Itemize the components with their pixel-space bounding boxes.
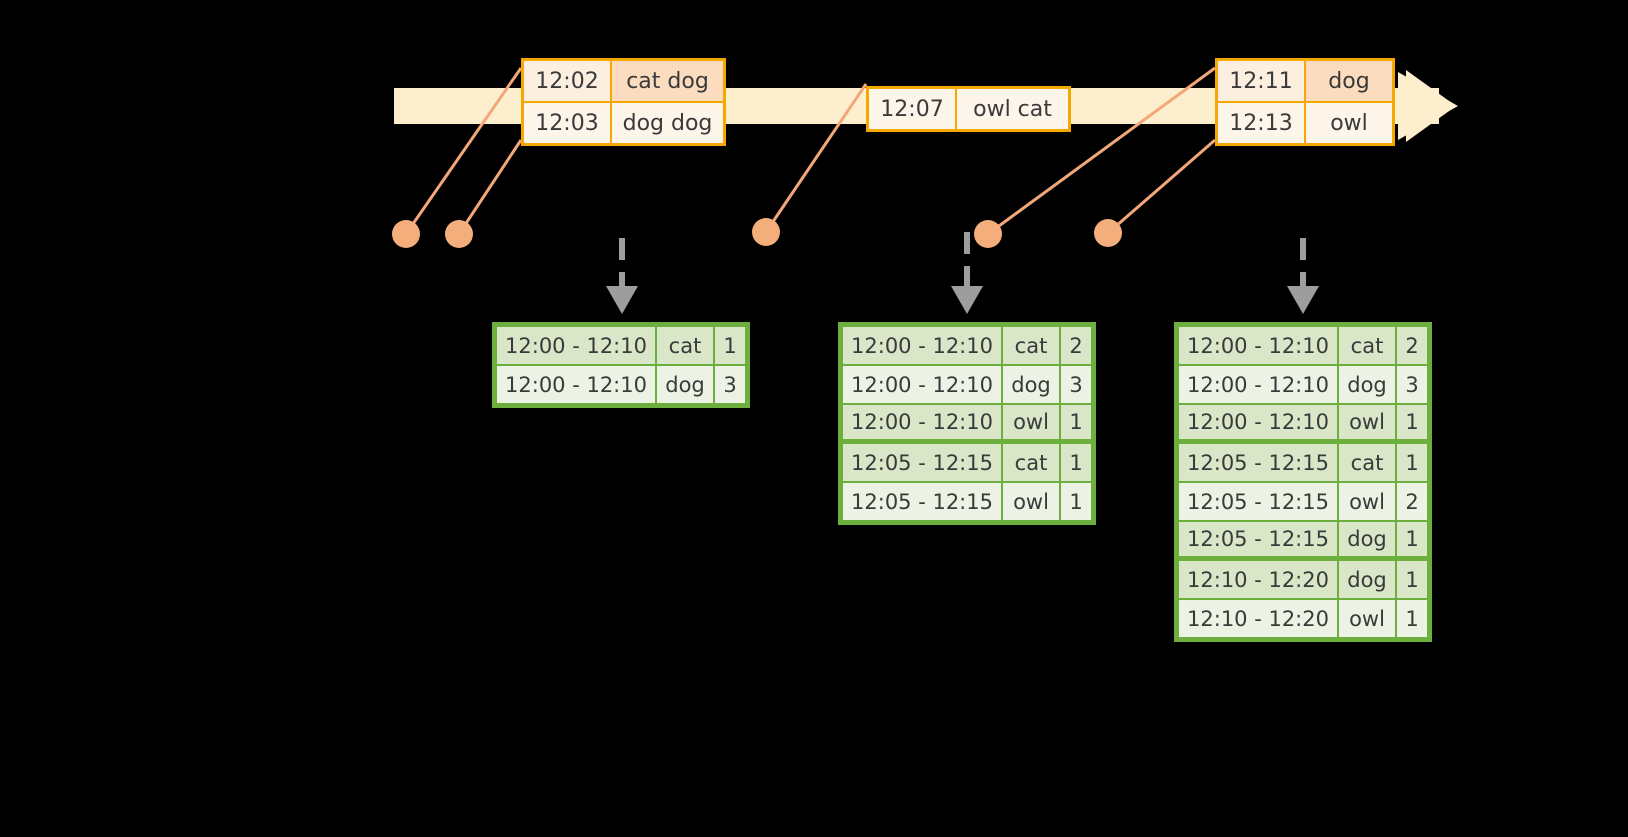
cell-word: cat [657, 327, 713, 364]
cell-count: 1 [1397, 561, 1427, 598]
cell-word: dog [1339, 366, 1395, 403]
connector-line-5 [1107, 138, 1216, 235]
dot-2 [445, 220, 473, 248]
cell-word: dog [657, 366, 713, 403]
connector-line-2 [457, 139, 523, 235]
cell-word: cat [1339, 327, 1395, 364]
event-time: 12:02 [524, 61, 612, 101]
cell-window: 12:10 - 12:20 [1179, 600, 1337, 637]
cell-window: 12:00 - 12:10 [843, 327, 1001, 364]
cell-window: 12:00 - 12:10 [1179, 405, 1337, 439]
connector-dots [392, 218, 1122, 248]
event-words: dog dog [612, 103, 723, 143]
cell-word: owl [1339, 405, 1395, 439]
event-words: cat dog [612, 61, 723, 101]
cell-word: owl [1003, 483, 1059, 520]
cell-count: 1 [1397, 522, 1427, 556]
cell-window: 12:00 - 12:10 [497, 366, 655, 403]
timeline-event-row[interactable]: 12:02 cat dog [524, 61, 723, 101]
timeline-event-group-3[interactable]: 12:11 dog 12:13 owl [1215, 58, 1395, 146]
dashed-arrows [619, 232, 1306, 292]
cell-count: 3 [1061, 366, 1091, 403]
cell-count: 2 [1397, 327, 1427, 364]
cell-window: 12:00 - 12:10 [1179, 366, 1337, 403]
event-time: 12:13 [1218, 103, 1306, 143]
cell-window: 12:05 - 12:15 [1179, 522, 1337, 556]
cell-word: owl [1339, 600, 1395, 637]
dot-4 [974, 220, 1002, 248]
timeline-event-row[interactable]: 12:11 dog [1218, 61, 1392, 101]
event-words: dog [1306, 61, 1392, 101]
cell-word: owl [1339, 483, 1395, 520]
cell-window: 12:05 - 12:15 [1179, 483, 1337, 520]
cell-count: 1 [1061, 483, 1091, 520]
arrow-head-1 [606, 286, 638, 314]
cell-count: 2 [1061, 327, 1091, 364]
cell-word: dog [1339, 561, 1395, 598]
event-words: owl [1306, 103, 1392, 143]
cell-count: 1 [715, 327, 745, 364]
event-time: 12:03 [524, 103, 612, 143]
cell-window: 12:00 - 12:10 [843, 366, 1001, 403]
cell-word: cat [1003, 444, 1059, 481]
cell-count: 1 [1061, 405, 1091, 439]
cell-window: 12:10 - 12:20 [1179, 561, 1337, 598]
cell-word: dog [1003, 366, 1059, 403]
cell-word: owl [1003, 405, 1059, 439]
cell-count: 2 [1397, 483, 1427, 520]
cell-count: 1 [1061, 444, 1091, 481]
cell-word: cat [1003, 327, 1059, 364]
timeline-event-row[interactable]: 12:03 dog dog [524, 101, 723, 143]
event-time: 12:07 [869, 89, 957, 129]
timeline-event-group-1[interactable]: 12:02 cat dog 12:03 dog dog [521, 58, 726, 146]
cell-count: 3 [1397, 366, 1427, 403]
dot-5 [1094, 219, 1122, 247]
arrow-head-2 [951, 286, 983, 314]
timeline-event-row[interactable]: 12:13 owl [1218, 101, 1392, 143]
cell-count: 1 [1397, 600, 1427, 637]
dashed-arrow-heads [606, 286, 1319, 314]
connector-line-1 [404, 67, 523, 235]
event-words: owl cat [957, 89, 1068, 129]
event-time: 12:11 [1218, 61, 1306, 101]
cell-word: dog [1339, 522, 1395, 556]
cell-window: 12:05 - 12:15 [843, 444, 1001, 481]
cell-window: 12:00 - 12:10 [1179, 327, 1337, 364]
cell-window: 12:00 - 12:10 [497, 327, 655, 364]
cell-count: 1 [1397, 444, 1427, 481]
cell-window: 12:05 - 12:15 [1179, 444, 1337, 481]
cell-window: 12:05 - 12:15 [843, 483, 1001, 520]
cell-count: 1 [1397, 405, 1427, 439]
dot-1 [392, 220, 420, 248]
arrow-head-3 [1287, 286, 1319, 314]
cell-word: cat [1339, 444, 1395, 481]
timeline-event-row[interactable]: 12:07 owl cat [869, 89, 1068, 129]
cell-window: 12:00 - 12:10 [843, 405, 1001, 439]
timeline-event-group-2[interactable]: 12:07 owl cat [866, 86, 1071, 132]
cell-count: 3 [715, 366, 745, 403]
connector-line-3 [764, 83, 868, 233]
dot-3 [752, 218, 780, 246]
